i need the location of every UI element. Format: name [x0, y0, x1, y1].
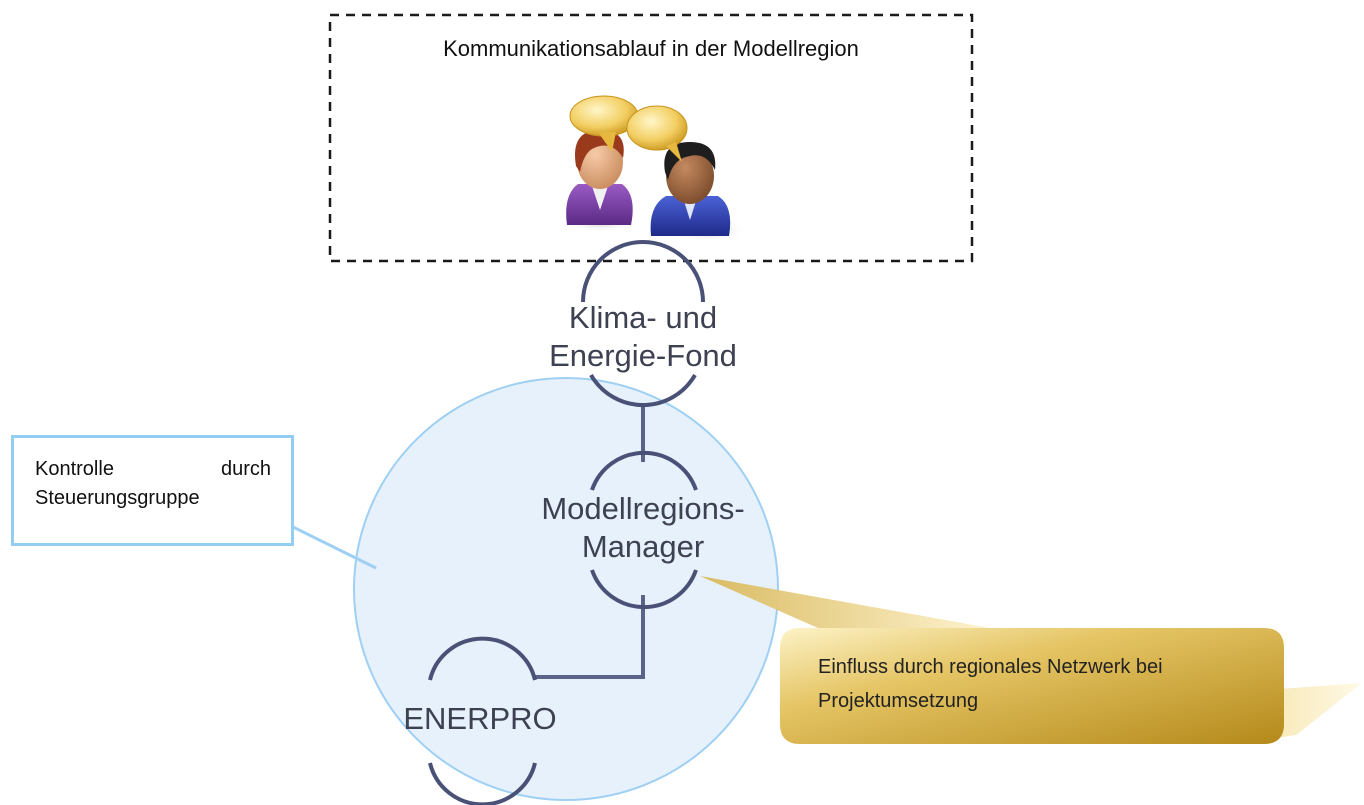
einfluss-callout-pointer — [700, 576, 990, 628]
kontrolle-line1: Kontrolle durch — [35, 455, 271, 484]
klima-label-line1: Klima- und — [568, 300, 718, 335]
einfluss-line1: Einfluss durch regionales Netzwerk bei — [818, 656, 1163, 678]
klima-bottom-arc — [589, 374, 697, 408]
kontrolle-word2: durch — [220, 458, 271, 480]
manager-top-arc — [590, 450, 698, 491]
einfluss-callout-tail — [1264, 683, 1362, 740]
enerpro-top-arc — [428, 636, 537, 681]
kontrolle-line2: Steuerungsgruppe — [35, 487, 200, 509]
manager-label-line2: Manager — [581, 528, 705, 564]
klima-label-line2: Energie-Fond — [549, 337, 737, 373]
modellregion-circle — [353, 377, 779, 801]
connector-manager-enerpro — [535, 595, 645, 679]
diagram-title: Kommunikationsablauf in der Modellregion — [443, 36, 859, 61]
modellregions-manager-node: Modellregions- Manager — [520, 490, 766, 566]
klima-energie-fond-node: Klima- und Energie-Fond — [520, 299, 766, 375]
kontrolle-callout: Kontrolle durch Steuerungsgruppe — [11, 435, 294, 546]
klima-top-arc — [581, 240, 705, 303]
kontrolle-pointer-line — [292, 525, 377, 570]
kontrolle-word1: Kontrolle — [35, 458, 114, 480]
manager-bottom-arc — [590, 569, 698, 610]
enerpro-node: ENERPRO — [403, 701, 557, 736]
title-dashed-box — [328, 13, 974, 263]
manager-label-line1: Modellregions- — [541, 491, 745, 526]
einfluss-callout-text: Einfluss durch regionales Netzwerk bei P… — [818, 650, 1248, 719]
einfluss-line2: Projektumsetzung — [818, 690, 979, 713]
einfluss-callout-box — [780, 628, 1284, 744]
two-people-talking-icon — [564, 95, 746, 242]
enerpro-bottom-arc — [428, 762, 537, 805]
